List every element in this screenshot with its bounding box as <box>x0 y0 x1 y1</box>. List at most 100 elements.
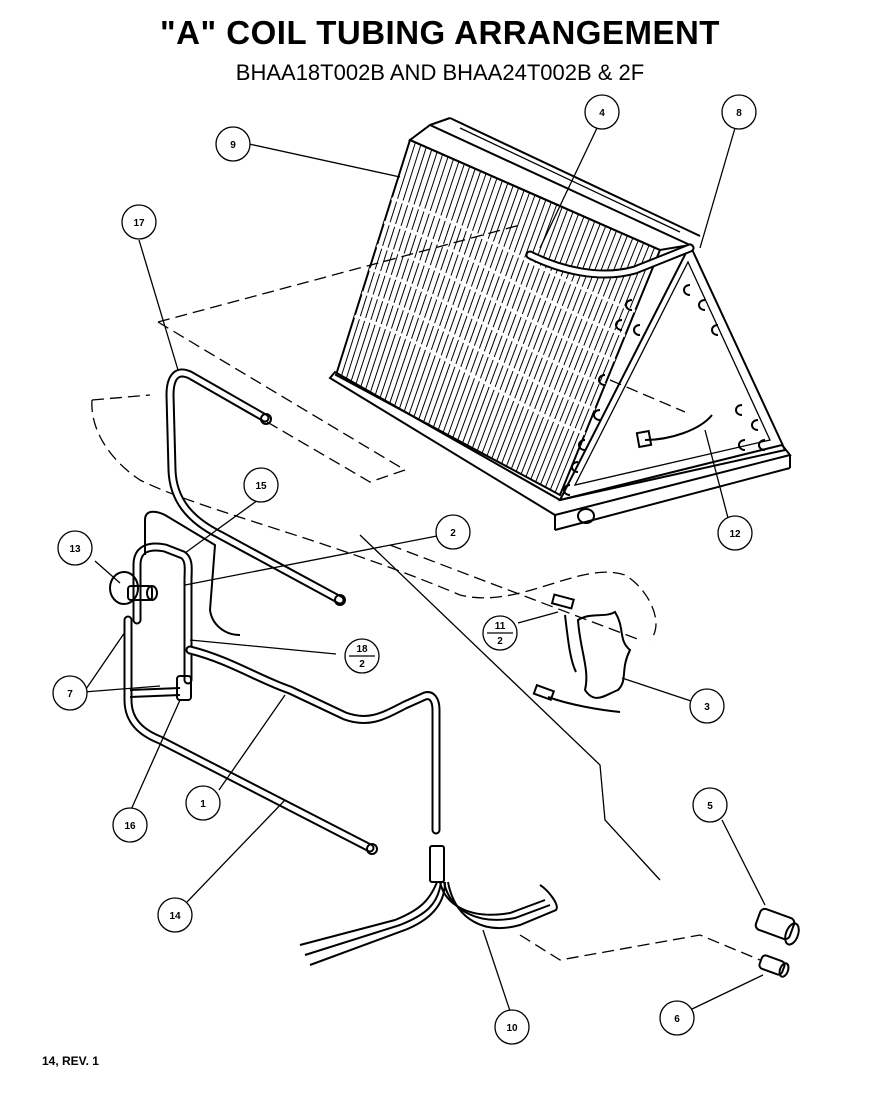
coil-fin <box>369 156 449 394</box>
callout-17: 17 <box>121 204 157 240</box>
coil-top-rail <box>408 123 694 252</box>
callout-14-label: 14 <box>169 911 181 922</box>
callout-8: 8 <box>721 94 757 130</box>
coil-fin <box>491 216 585 459</box>
callout-12: 12 <box>717 515 753 551</box>
callout-16-label: 16 <box>124 821 136 832</box>
callout-2: 2 <box>435 514 471 550</box>
hairpin-bend <box>698 299 706 311</box>
coil-fin <box>544 242 645 488</box>
drain-port <box>577 508 595 524</box>
coil-fin <box>535 237 634 483</box>
metering-assembly <box>109 510 558 966</box>
callout-18-bottom: 2 <box>359 659 365 670</box>
callout-10: 10 <box>494 1009 530 1045</box>
coil-fin <box>452 197 541 438</box>
coil-fin <box>476 209 569 451</box>
sensor-lead <box>644 414 713 441</box>
callout-18-top: 18 <box>356 644 368 655</box>
coil-fin <box>486 213 579 457</box>
leader-lines <box>83 127 766 1015</box>
callout-12-label: 12 <box>729 529 741 540</box>
callout-3-label: 3 <box>704 702 710 713</box>
hairpin-bend <box>738 439 746 451</box>
coil-fin <box>540 240 639 485</box>
callout-4: 4 <box>584 94 620 130</box>
hairpin-bend <box>563 484 571 496</box>
callout-15-label: 15 <box>255 481 267 492</box>
coil-fin <box>501 221 596 464</box>
callout-13: 13 <box>57 530 93 566</box>
callout-11-bottom: 2 <box>497 636 503 647</box>
coil-fin <box>359 151 438 389</box>
hairpin-bend <box>711 324 719 336</box>
hairpin-bend <box>578 439 586 451</box>
hairpin-bend <box>683 284 691 296</box>
coil-fin <box>423 182 509 423</box>
coil-fin <box>549 245 650 490</box>
coil-fin <box>510 225 607 470</box>
coil-fin <box>515 228 612 472</box>
callout-13-label: 13 <box>69 544 81 555</box>
callout-5: 5 <box>692 787 728 823</box>
coil-fin <box>374 158 454 397</box>
callout-2-label: 2 <box>450 528 456 539</box>
callout-11-top: 11 <box>495 621 506 632</box>
reference-lines <box>91 224 761 961</box>
coil-fin <box>413 178 498 417</box>
callout-16: 16 <box>112 807 148 843</box>
coil-tube-row <box>383 220 626 338</box>
callout-5-label: 5 <box>707 801 713 812</box>
service-valve <box>109 571 139 605</box>
coil-fin <box>398 170 482 410</box>
coil-fin <box>505 223 601 467</box>
callout-1-label: 1 <box>200 799 206 810</box>
coil-fin <box>554 247 656 493</box>
diagram-subtitle: BHAA18T002B AND BHAA24T002B & 2F <box>235 60 645 85</box>
coil-fin <box>379 161 460 399</box>
callout-6-label: 6 <box>674 1014 680 1025</box>
coil-fin <box>350 147 427 383</box>
callout-9: 9 <box>215 126 251 162</box>
callout-9-label: 9 <box>230 140 236 151</box>
callout-7: 7 <box>52 675 88 711</box>
hairpin-bend <box>625 299 633 311</box>
callout-18: 18 2 <box>344 638 380 674</box>
diagram-title: "A" COIL TUBING ARRANGEMENT <box>160 14 720 51</box>
coil-fin <box>428 185 514 425</box>
callout-15: 15 <box>243 467 279 503</box>
tube-17 <box>165 368 346 606</box>
coil-fin <box>442 192 531 433</box>
hairpin-bend <box>615 319 623 331</box>
coil-fin <box>462 202 552 443</box>
hairpin-bend <box>593 409 601 421</box>
hairpin-bend <box>758 439 766 451</box>
coil-fin <box>384 163 465 402</box>
callout-14: 14 <box>157 897 193 933</box>
callout-17-label: 17 <box>133 218 145 229</box>
callout-11: 11 2 <box>482 615 518 651</box>
coil-tube-row <box>361 291 596 411</box>
a-coil-assembly <box>328 117 792 531</box>
coil-fin <box>432 187 520 428</box>
callout-6: 6 <box>659 1000 695 1036</box>
loose-parts <box>532 593 800 978</box>
coil-fin <box>447 194 536 436</box>
coil-fin <box>437 190 525 430</box>
coil-fin <box>471 206 563 449</box>
coil-tube-row <box>368 267 606 387</box>
page-reference: 14, REV. 1 <box>42 1054 99 1068</box>
hairpin-bends <box>563 284 766 496</box>
coil-fin <box>403 173 487 412</box>
callout-1: 1 <box>185 785 221 821</box>
coil-tube-row <box>376 244 616 362</box>
callout-8-label: 8 <box>736 108 742 119</box>
callout-3: 3 <box>689 688 725 724</box>
coil-fin <box>408 175 492 415</box>
coil-end-plate <box>558 242 787 502</box>
coil-fin <box>364 154 444 391</box>
hairpin-bend <box>633 324 641 336</box>
coil-tube-row <box>391 197 636 313</box>
coil-fin <box>355 149 433 386</box>
coil-tube-row <box>354 314 586 436</box>
